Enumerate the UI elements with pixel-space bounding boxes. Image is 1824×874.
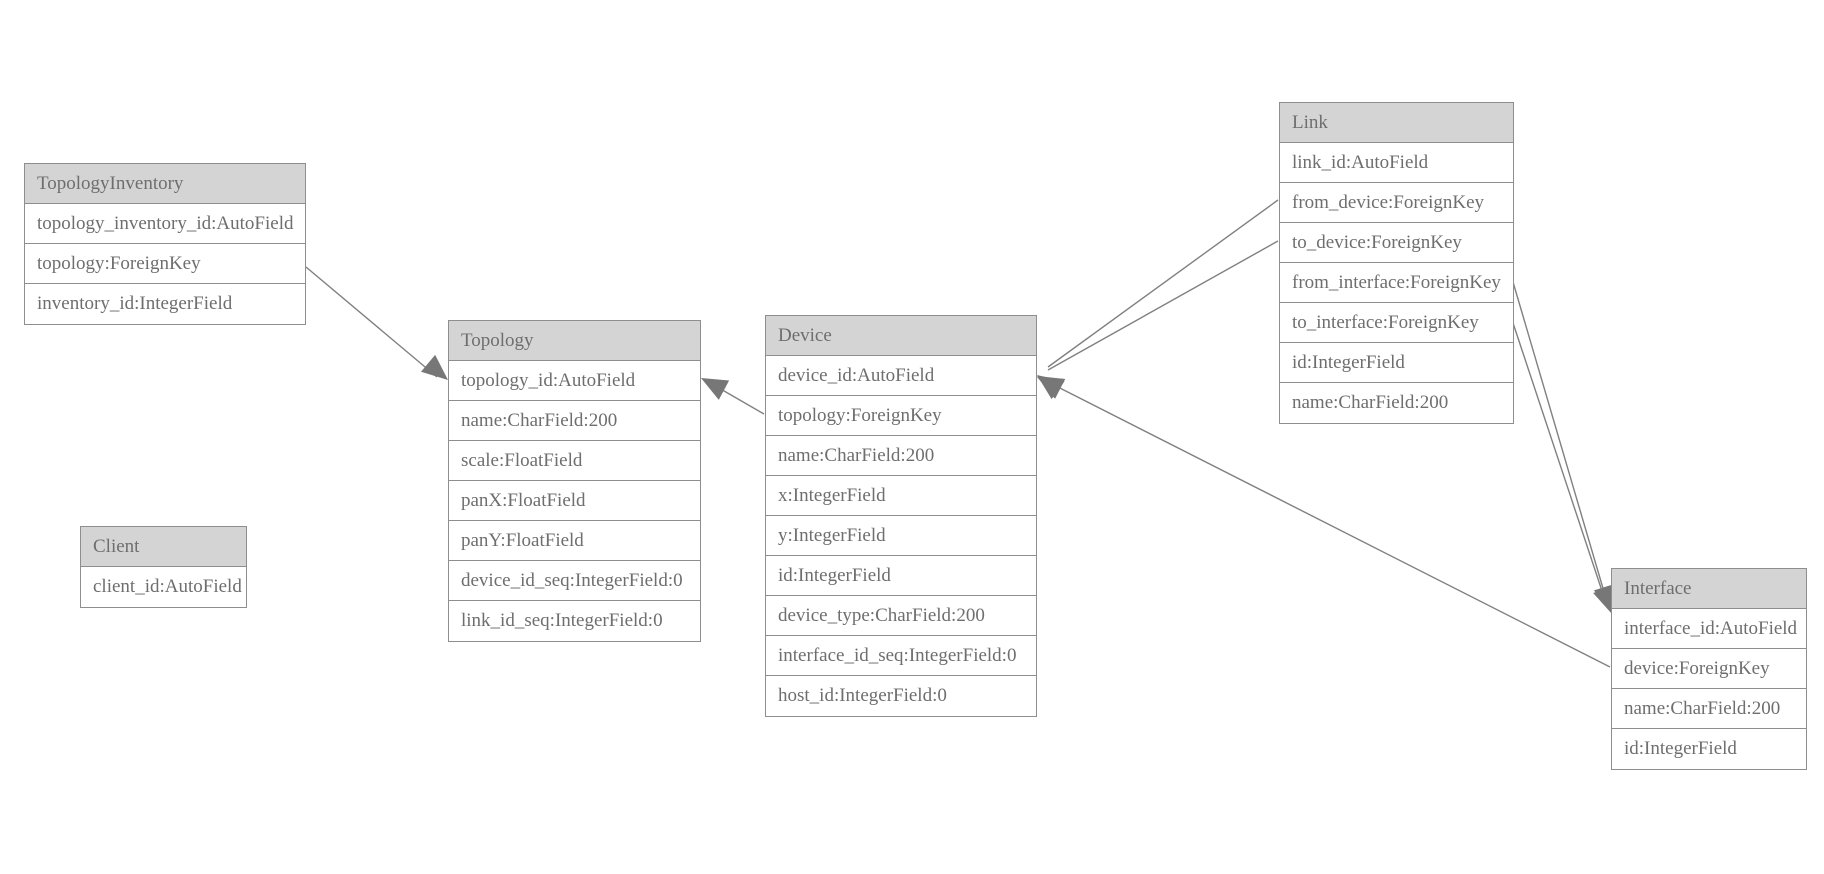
entity-field-row[interactable]: host_id:IntegerField:0 <box>766 676 1036 716</box>
entity-field-row[interactable]: client_id:AutoField <box>81 567 246 607</box>
entity-field-row[interactable]: id:IntegerField <box>1280 343 1513 383</box>
relation-link-from-interface <box>1512 281 1615 612</box>
entity-title-interface: Interface <box>1612 569 1806 609</box>
entity-field-row[interactable]: name:CharField:200 <box>1280 383 1513 423</box>
entity-field-row[interactable]: to_device:ForeignKey <box>1280 223 1513 263</box>
relation-link-from-device <box>1037 199 1279 400</box>
entity-field-row[interactable]: panX:FloatField <box>449 481 700 521</box>
entity-field-row[interactable]: device:ForeignKey <box>1612 649 1806 689</box>
relation-line <box>1047 240 1279 371</box>
relation-line <box>711 383 765 415</box>
entity-field-row[interactable]: topology_id:AutoField <box>449 361 700 401</box>
entity-field-row[interactable]: topology_inventory_id:AutoField <box>25 204 305 244</box>
relation-line <box>305 266 438 378</box>
entity-title-client: Client <box>81 527 246 567</box>
entity-field-row[interactable]: device_id:AutoField <box>766 356 1036 396</box>
entity-field-row[interactable]: interface_id_seq:IntegerField:0 <box>766 636 1036 676</box>
entity-field-row[interactable]: name:CharField:200 <box>766 436 1036 476</box>
entity-title-device: Device <box>766 316 1036 356</box>
entity-field-row[interactable]: x:IntegerField <box>766 476 1036 516</box>
entity-field-row[interactable]: topology:ForeignKey <box>766 396 1036 436</box>
entity-title-topology_inventory: TopologyInventory <box>25 164 305 204</box>
entity-field-row[interactable]: scale:FloatField <box>449 441 700 481</box>
relation-topologyinventory-topology <box>305 266 448 380</box>
relation-line <box>1047 199 1279 368</box>
entity-field-row[interactable]: inventory_id:IntegerField <box>25 284 305 324</box>
entity-field-row[interactable]: from_interface:ForeignKey <box>1280 263 1513 303</box>
entity-field-row[interactable]: y:IntegerField <box>766 516 1036 556</box>
entity-field-row[interactable]: device_id_seq:IntegerField:0 <box>449 561 700 601</box>
entity-field-row[interactable]: id:IntegerField <box>1612 729 1806 769</box>
entity-field-row[interactable]: id:IntegerField <box>766 556 1036 596</box>
entity-field-row[interactable]: interface_id:AutoField <box>1612 609 1806 649</box>
entity-field-row[interactable]: device_type:CharField:200 <box>766 596 1036 636</box>
entity-field-row[interactable]: to_interface:ForeignKey <box>1280 303 1513 343</box>
entity-field-row[interactable]: topology:ForeignKey <box>25 244 305 284</box>
entity-field-row[interactable]: link_id:AutoField <box>1280 143 1513 183</box>
entity-field-row[interactable]: panY:FloatField <box>449 521 700 561</box>
entity-field-row[interactable]: name:CharField:200 <box>1612 689 1806 729</box>
entity-title-link: Link <box>1280 103 1513 143</box>
relation-link-to-interface <box>1512 322 1614 614</box>
entity-field-row[interactable]: from_device:ForeignKey <box>1280 183 1513 223</box>
relation-device-topology <box>701 378 765 415</box>
entity-field-row[interactable]: link_id_seq:IntegerField:0 <box>449 601 700 641</box>
entity-title-topology: Topology <box>449 321 700 361</box>
relation-line <box>1512 322 1608 607</box>
relation-link-to-device <box>1037 240 1279 399</box>
relation-line <box>1047 381 1611 668</box>
entity-fields-client: client_id:AutoField <box>81 567 246 607</box>
entity-field-row[interactable]: name:CharField:200 <box>449 401 700 441</box>
relation-line <box>1512 281 1608 603</box>
